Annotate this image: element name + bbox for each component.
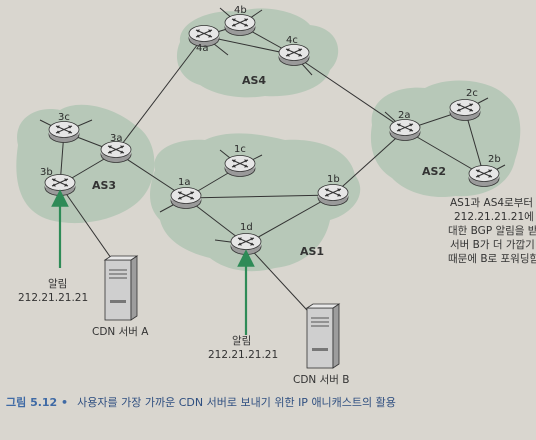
label-3b: 3b: [40, 167, 53, 178]
router-2c: [449, 99, 481, 121]
as2-note-line: AS1과 AS4로부터: [450, 197, 533, 209]
label-4a: 4a: [196, 43, 209, 54]
as2-note: AS1과 AS4로부터 212.21.21.21에 대한 BGP 알림을 받음.…: [448, 197, 536, 265]
as4-label: AS4: [242, 74, 266, 87]
link-1d-server-b: [245, 243, 319, 323]
as2-note-line: 212.21.21.21에: [454, 211, 534, 223]
figure-caption: 그림 5.12 • 사용자를 가장 가까운 CDN 서버로 보내기 위한 IP …: [6, 391, 396, 410]
label-3a: 3a: [110, 133, 123, 144]
link-3b-server-a: [59, 184, 119, 269]
router-3c: [48, 121, 80, 143]
advert-label-a: 알림: [48, 278, 67, 290]
router-2b: [468, 165, 500, 187]
advert-label-b: 알림: [232, 335, 251, 347]
label-2a: 2a: [398, 110, 411, 121]
router-1b: [317, 184, 349, 206]
router-4b: [224, 14, 256, 36]
label-3c: 3c: [58, 112, 70, 123]
advert-addr-a: 212.21.21.21: [18, 292, 88, 304]
link-2a-2b: [404, 129, 485, 177]
label-1b: 1b: [327, 174, 340, 185]
link-4c-2a: [293, 54, 406, 131]
router-1c: [224, 155, 256, 177]
cdn-server-a: [104, 255, 138, 321]
label-2c: 2c: [466, 88, 478, 99]
server-b-label: CDN 서버 B: [293, 374, 349, 386]
advert-addr-b: 212.21.21.21: [208, 349, 278, 361]
router-4c: [278, 44, 310, 66]
label-4b: 4b: [234, 5, 247, 16]
as2-label: AS2: [422, 165, 446, 178]
router-3a: [100, 141, 132, 163]
caption-prefix: 그림 5.12 •: [6, 396, 68, 409]
router-1d: [230, 233, 262, 255]
as1-label: AS1: [300, 245, 324, 258]
label-4c: 4c: [286, 35, 298, 46]
as2-note-line: 서버 B가 더 가깝기: [450, 239, 535, 251]
link-1b-2a: [332, 129, 406, 196]
link-1a-1b: [185, 194, 334, 199]
link-2c-2b: [464, 109, 485, 177]
label-1a: 1a: [178, 177, 191, 188]
as3-label: AS3: [92, 179, 116, 192]
label-2b: 2b: [488, 154, 501, 165]
as2-note-line: 대한 BGP 알림을 받음.: [448, 225, 536, 237]
label-1d: 1d: [240, 222, 253, 233]
cdn-server-b: [306, 303, 340, 369]
server-a-label: CDN 서버 A: [92, 326, 149, 338]
link-1b-1d: [245, 194, 334, 245]
as1-cloud: [150, 133, 361, 272]
router-2a: [389, 119, 421, 141]
as2-note-line: 때문에 B로 포워딩함: [448, 252, 536, 265]
router-1a: [170, 187, 202, 209]
label-1c: 1c: [234, 144, 246, 155]
caption-text: 사용자를 가장 가까운 CDN 서버로 보내기 위한 IP 애니캐스트의 활용: [77, 395, 396, 409]
link-4a-3a: [115, 35, 205, 153]
